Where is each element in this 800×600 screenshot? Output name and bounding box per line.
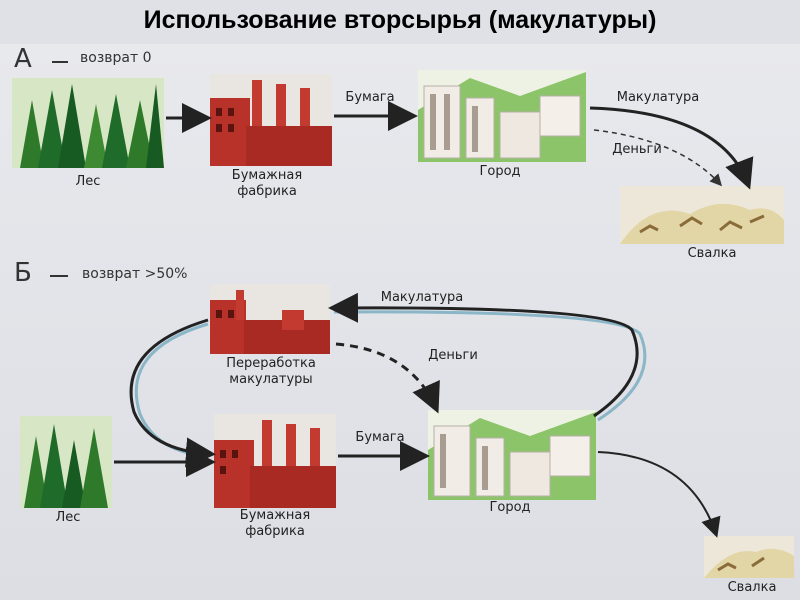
label-dump-b: Свалка: [727, 580, 777, 595]
wastepaper-shadow-b: [333, 310, 647, 422]
label-recycling-b: Переработка макулатуры: [226, 356, 316, 387]
edge-label-paper-b: Бумага: [355, 430, 405, 445]
label-city-b: Город: [489, 500, 531, 515]
city-b-node: [428, 410, 596, 500]
label-forest-a: Лес: [75, 174, 101, 189]
arrow-city-to-dump-b: [597, 451, 721, 538]
arrow-wastepaper-to-recycling-b: [328, 292, 639, 418]
arrow-recycling-to-factory-b: [129, 318, 216, 468]
label-forest-b: Лес: [55, 510, 81, 525]
arrow-city-to-dump-a: [589, 106, 754, 190]
arrow-money-b: [335, 342, 440, 414]
forest-b-node: [20, 416, 112, 508]
edge-label-wastepaper-a: Макулатура: [616, 90, 700, 105]
edge-label-money-a: Деньги: [612, 142, 662, 157]
section-a-letter: А: [14, 44, 32, 74]
label-city-a: Город: [479, 164, 521, 179]
page-title: Использование вторсырья (макулатуры): [143, 6, 657, 34]
section-a-return: возврат 0: [80, 50, 152, 66]
edge-label-wastepaper-b: Макулатура: [380, 290, 464, 305]
label-factory-b: Бумажная фабрика: [239, 508, 311, 539]
section-b-letter: Б: [14, 258, 32, 288]
dump-b-node: [704, 536, 794, 578]
edge-label-paper-a: Бумага: [345, 90, 395, 105]
forest-a-node: [12, 78, 164, 168]
city-a-node: [418, 70, 586, 162]
factory-a-node: [210, 74, 332, 166]
factory-b-node: [214, 414, 336, 508]
label-factory-a: Бумажная фабрика: [231, 168, 303, 199]
section-b-return: возврат >50%: [82, 266, 188, 282]
recycling-node: [210, 284, 330, 354]
arrow-money-a: [593, 129, 723, 187]
edge-label-money-b: Деньги: [428, 348, 478, 363]
recycle-shadow-b: [134, 322, 209, 458]
dump-a-node: [620, 186, 784, 244]
label-dump-a: Свалка: [687, 246, 737, 261]
